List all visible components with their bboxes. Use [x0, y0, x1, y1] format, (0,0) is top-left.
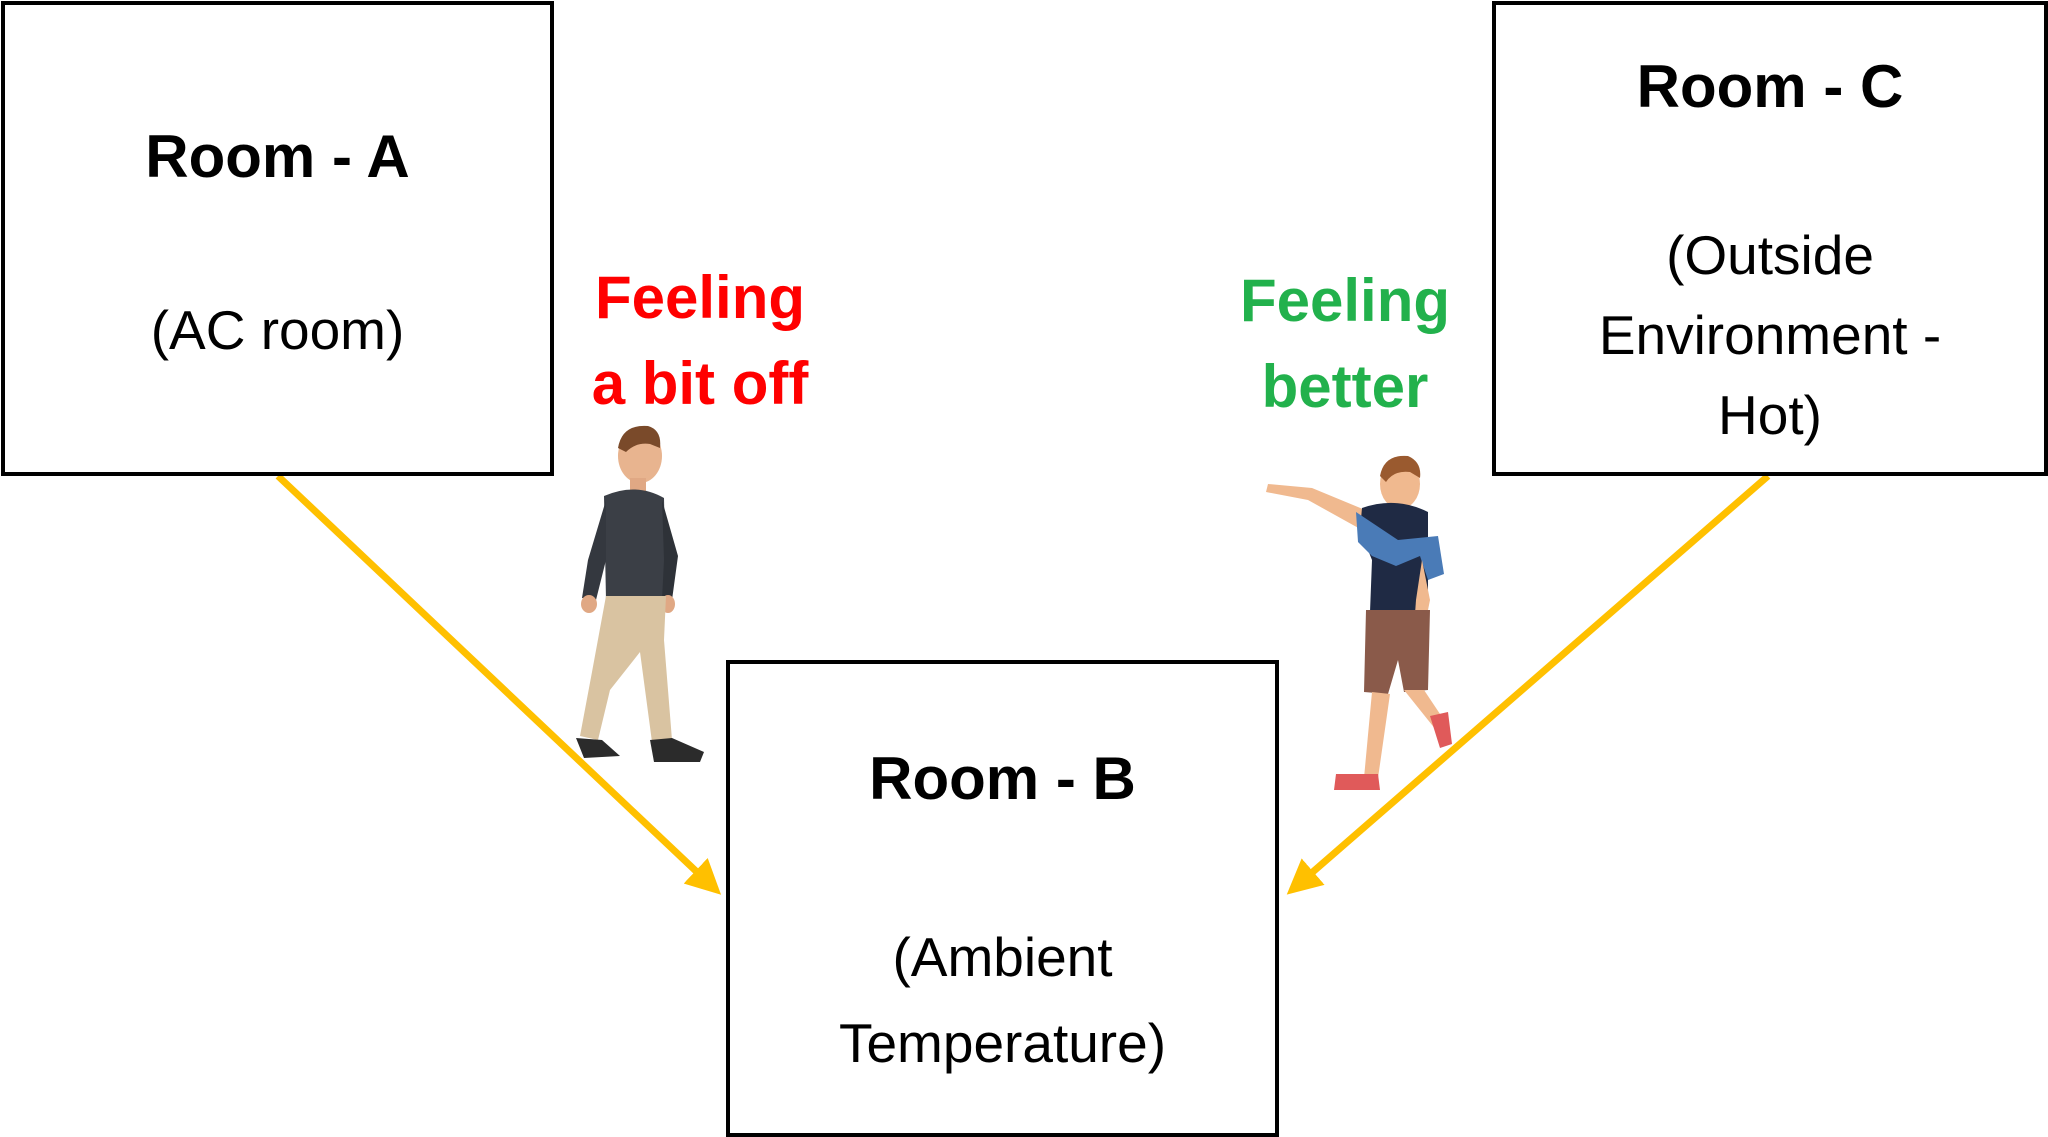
pointing-person-icon — [1266, 455, 1452, 790]
room-a-subtitle: (AC room) — [150, 299, 405, 361]
room-c-title: Room - C — [1636, 53, 1904, 120]
arrow-c-to-b — [1286, 473, 1771, 895]
feeling-better-label: Feeling better — [1239, 267, 1451, 420]
arrow-a-to-b — [275, 473, 722, 895]
room-a-title: Room - A — [145, 123, 410, 190]
walking-person-icon — [576, 425, 704, 762]
room-c-subtitle: (Outside Environment - Hot) — [1598, 224, 1942, 446]
feeling-off-label: Feeling a bit off — [591, 264, 809, 417]
room-c-box: Room - C (Outside Environment - Hot) — [1492, 1, 2048, 476]
room-b-title: Room - B — [869, 745, 1136, 812]
room-a-box: Room - A (AC room) — [1, 1, 554, 476]
room-b-box: Room - B (Ambient Temperature) — [726, 660, 1279, 1137]
room-b-subtitle: (Ambient Temperature) — [838, 926, 1167, 1074]
